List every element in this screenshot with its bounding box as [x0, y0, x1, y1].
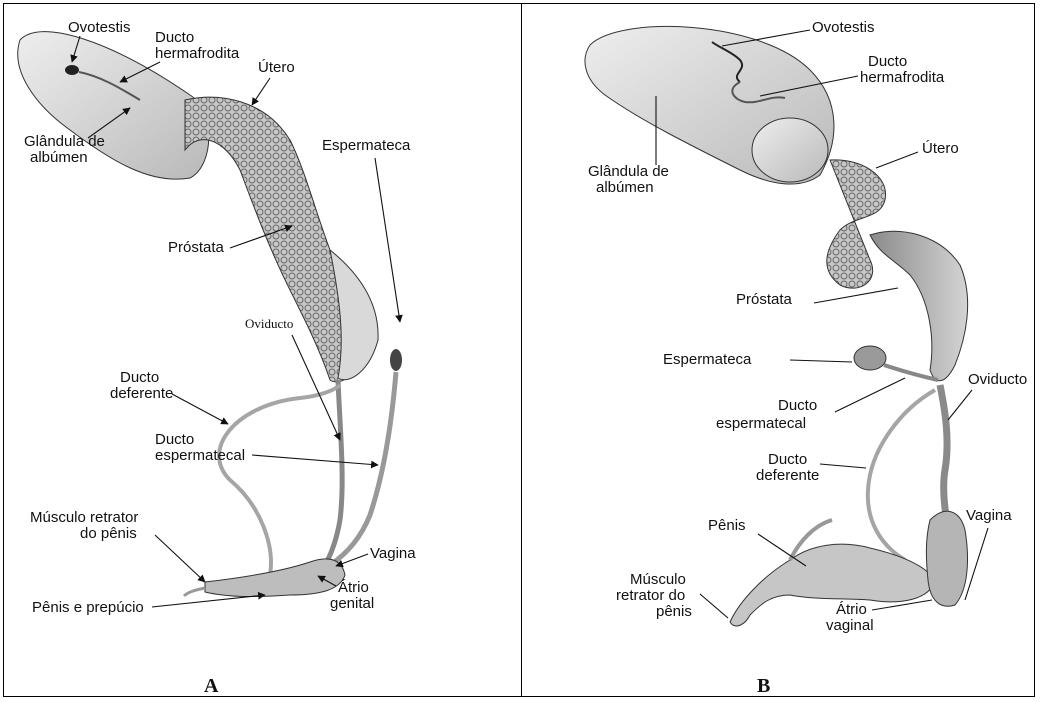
leader-ducto-deferente-a	[172, 394, 228, 424]
label-oviducto-a: Oviducto	[245, 316, 293, 331]
retractor-muscle-shape-a	[184, 588, 205, 596]
label-espermateca-b: Espermateca	[663, 351, 752, 368]
label-ducto-espermatecal-a-2: espermatecal	[155, 447, 245, 464]
label-ovotestis-b: Ovotestis	[812, 19, 875, 36]
spermathecal-duct-shape-b	[884, 365, 938, 380]
label-musculo-a-1: Músculo retrator	[30, 509, 138, 526]
leader-utero-b	[876, 152, 918, 168]
vagina-shape-b	[926, 511, 967, 606]
leader-oviducto-b	[948, 390, 972, 420]
leader-musculo-b	[700, 594, 728, 618]
oviduct-shape-a	[320, 380, 342, 575]
spermatheca-bulb-b	[854, 346, 886, 370]
label-musculo-a-2: do pênis	[80, 525, 137, 542]
label-ducto-espermatecal-a-1: Ducto	[155, 431, 194, 448]
label-glandula-a-2: albúmen	[30, 149, 88, 166]
penis-shape-a	[205, 559, 345, 597]
leader-vagina-b	[965, 528, 988, 600]
leader-ducto-deferente-b	[820, 464, 866, 468]
label-vagina-b: Vagina	[966, 507, 1012, 524]
panel-letter-a: A	[204, 675, 219, 697]
label-utero-b: Útero	[922, 140, 959, 157]
label-ducto-espermatecal-b-1: Ducto	[778, 397, 817, 414]
label-musculo-b-2: retrator do	[616, 587, 685, 604]
label-ducto-espermatecal-b-2: espermatecal	[716, 415, 806, 432]
penis-shape-b	[730, 544, 935, 626]
label-prostata-b: Próstata	[736, 291, 793, 308]
ovotestis-shape-a	[65, 65, 79, 75]
leader-penis-b	[758, 534, 806, 566]
label-penis-prepucio-a: Pênis e prepúcio	[32, 599, 144, 616]
leader-ducto-espermatecal-b	[835, 378, 905, 412]
label-utero-a: Útero	[258, 59, 295, 76]
label-musculo-b-3: pênis	[656, 603, 692, 620]
label-oviducto-b: Oviducto	[968, 371, 1027, 388]
label-glandula-a-1: Glândula de	[24, 133, 105, 150]
panel-b-drawing	[585, 26, 968, 626]
leader-espermateca-a	[375, 158, 400, 322]
label-musculo-b-1: Músculo	[630, 571, 686, 588]
label-ovotestis-a: Ovotestis	[68, 19, 131, 36]
leader-ducto-espermatecal-a	[252, 455, 378, 465]
label-prostata-a: Próstata	[168, 239, 225, 256]
label-glandula-b-1: Glândula de	[588, 163, 669, 180]
label-ducto-hermafrodita-a-2: hermafrodita	[155, 45, 240, 62]
leader-musculo-a	[155, 535, 205, 582]
label-atrio-a-1: Átrio	[338, 579, 369, 596]
panel-letter-b: B	[757, 675, 770, 697]
label-atrio-a-2: genital	[330, 595, 374, 612]
label-ducto-deferente-b-1: Ducto	[768, 451, 807, 468]
leader-penis-prepucio-a	[152, 595, 265, 607]
label-ducto-deferente-a-2: deferente	[110, 385, 173, 402]
label-ducto-hermafrodita-a-1: Ducto	[155, 29, 194, 46]
label-espermateca-a: Espermateca	[322, 137, 411, 154]
leader-espermateca-b	[790, 360, 852, 362]
label-ducto-deferente-b-2: deferente	[756, 467, 819, 484]
vas-deferens-shape-b	[868, 390, 935, 560]
label-atrio-b-1: Átrio	[836, 601, 867, 618]
leader-prostata-b	[814, 288, 898, 303]
vas-deferens-shape-a	[219, 385, 340, 575]
label-atrio-b-2: vaginal	[826, 617, 874, 634]
label-glandula-b-2: albúmen	[596, 179, 654, 196]
leader-utero-a	[252, 78, 270, 105]
label-penis-b: Pênis	[708, 517, 746, 534]
uterus-bulb-b	[752, 118, 828, 182]
uterus-shape-b	[827, 160, 886, 288]
label-ducto-deferente-a-1: Ducto	[120, 369, 159, 386]
label-ducto-hermafrodita-b-2: hermafrodita	[860, 69, 945, 86]
spermatheca-bulb-a	[390, 349, 402, 371]
label-vagina-a: Vagina	[370, 545, 416, 562]
label-ducto-hermafrodita-b-1: Ducto	[868, 53, 907, 70]
